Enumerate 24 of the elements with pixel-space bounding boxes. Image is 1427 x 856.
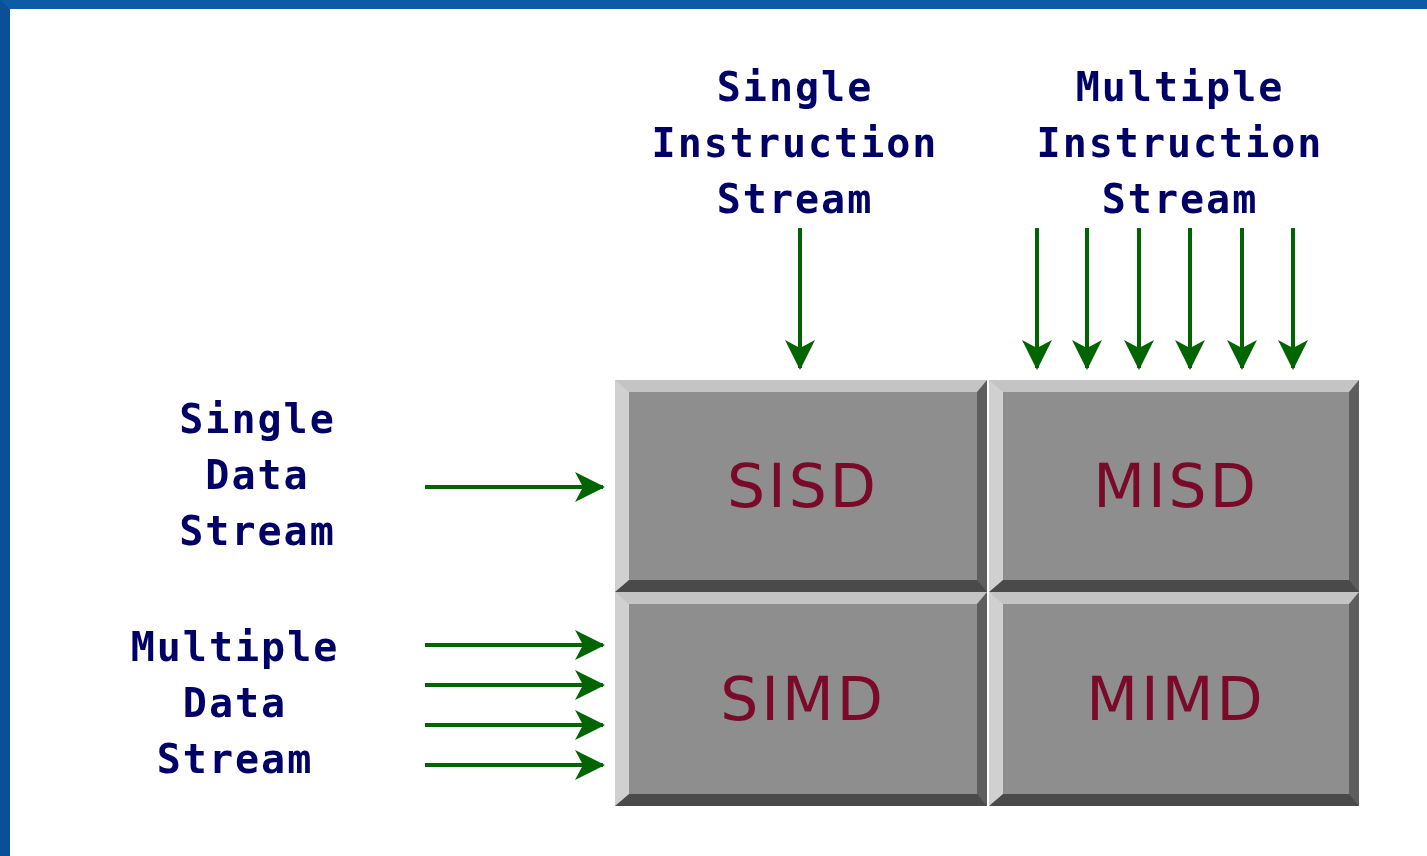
stream-label: Single Data Stream xyxy=(130,390,425,560)
classification-tile xyxy=(615,592,987,806)
arrow xyxy=(1124,228,1154,370)
arrow xyxy=(425,750,605,780)
class-label: SISD xyxy=(726,451,880,521)
stream-label: Single Instruction Stream xyxy=(620,58,970,228)
arrow xyxy=(425,630,605,660)
arrow xyxy=(425,472,605,502)
classification-tile xyxy=(989,592,1359,806)
stream-label: Multiple Instruction Stream xyxy=(1005,58,1355,228)
class-label: MIMD xyxy=(1086,664,1266,734)
arrow xyxy=(425,670,605,700)
arrow xyxy=(425,710,605,740)
arrow xyxy=(1227,228,1257,370)
arrow xyxy=(785,228,815,370)
classification-tile xyxy=(615,380,987,592)
arrow xyxy=(1175,228,1205,370)
stream-label: Multiple Data Stream xyxy=(100,615,425,790)
class-label: MISD xyxy=(1093,451,1259,521)
arrow xyxy=(1072,228,1102,370)
class-label: SIMD xyxy=(720,664,886,734)
classification-tile xyxy=(989,380,1359,592)
arrow xyxy=(1278,228,1308,370)
arrow xyxy=(1022,228,1052,370)
